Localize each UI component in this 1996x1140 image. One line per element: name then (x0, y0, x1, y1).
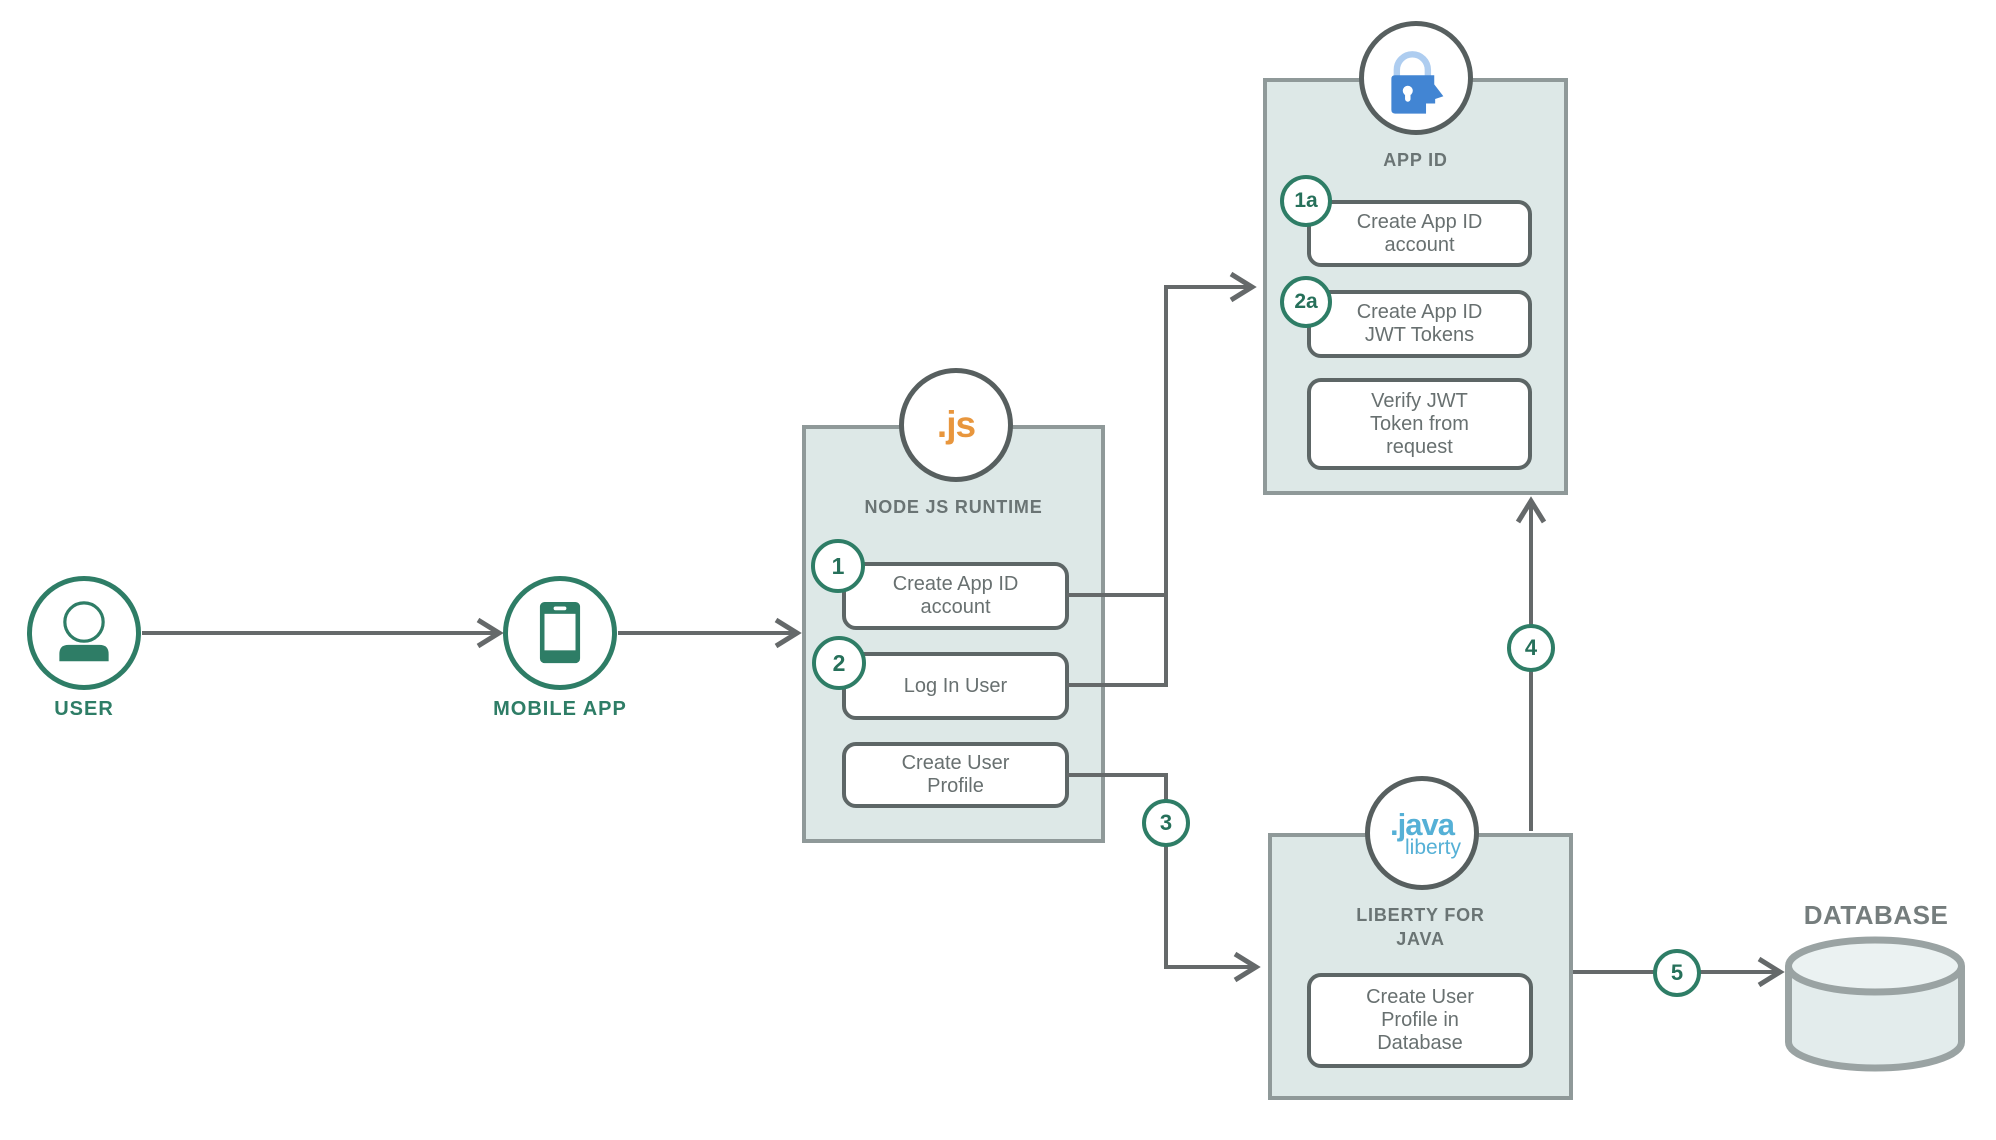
step-badge-1a: 1a (1280, 175, 1332, 227)
flow-badge-3: 3 (1142, 799, 1190, 847)
mobile-phone-icon (539, 601, 581, 664)
step-badge-2: 2 (812, 636, 866, 690)
user-icon (59, 601, 109, 662)
step-label: Create User Profile in Database (1366, 986, 1474, 1054)
step-create-appid-account-a: Create App ID account (1307, 200, 1532, 267)
arrowhead-to-appid (1229, 271, 1257, 303)
step-create-jwt-tokens: Create App ID JWT Tokens (1307, 290, 1532, 358)
database-label: DATABASE (1803, 900, 1949, 930)
step-label: Verify JWT Token from request (1370, 389, 1469, 458)
step-create-appid-account: Create App ID account (842, 562, 1069, 630)
user-label: USER (54, 698, 114, 720)
java-liberty-icon-subtext: liberty (1404, 835, 1462, 859)
nodejs-icon: .js (936, 404, 976, 445)
arrowhead-mobile-to-nodejs (774, 617, 802, 649)
user-circle (27, 576, 141, 690)
mobile-app-circle (503, 576, 617, 690)
java-liberty-icon: .java liberty (1383, 809, 1461, 858)
mobile-app-label: MOBILE APP (493, 698, 627, 720)
nodejs-runtime-panel: .js NODE JS RUNTIME Create App ID accoun… (802, 368, 1105, 843)
app-id-lock-icon (1391, 51, 1444, 114)
step-create-user-profile-db: Create User Profile in Database (1307, 973, 1533, 1068)
step-badge-1: 1 (811, 539, 865, 593)
arrowhead-liberty-to-appid (1515, 496, 1547, 524)
step-label: Log In User (903, 674, 1008, 697)
flow-badge-4: 4 (1507, 624, 1555, 672)
liberty-title: LIBERTY FOR JAVA (1356, 905, 1485, 949)
liberty-circle: .java liberty (1365, 776, 1479, 890)
step-badge-2a: 2a (1280, 276, 1332, 328)
arrowhead-to-liberty (1233, 951, 1261, 983)
step-log-in-user: Log In User (842, 652, 1069, 720)
step-create-user-profile: Create User Profile (842, 742, 1069, 808)
app-id-panel: APP ID Create App ID account 1a Create A… (1263, 21, 1568, 495)
flow-badge-5: 5 (1653, 949, 1701, 997)
nodejs-title: NODE JS RUNTIME (864, 497, 1043, 517)
step-verify-jwt: Verify JWT Token from request (1307, 378, 1532, 470)
java-liberty-icon-text: .java (1390, 806, 1455, 842)
arrowhead-user-to-mobile (476, 617, 504, 649)
step-label: Create User Profile (901, 752, 1010, 797)
step-label: Create App ID account (892, 573, 1019, 618)
step-label: Create App ID account (1356, 210, 1483, 256)
database-cylinder-icon (1785, 936, 1965, 1072)
step-label: Create App ID JWT Tokens (1356, 301, 1483, 346)
appid-title: APP ID (1383, 150, 1448, 170)
liberty-for-java-panel: .java liberty LIBERTY FOR JAVA Create Us… (1268, 776, 1573, 1100)
wire-to-appid (1164, 285, 1248, 687)
appid-circle (1359, 21, 1473, 135)
nodejs-circle: .js (899, 368, 1013, 482)
arrowhead-to-database (1757, 956, 1785, 988)
